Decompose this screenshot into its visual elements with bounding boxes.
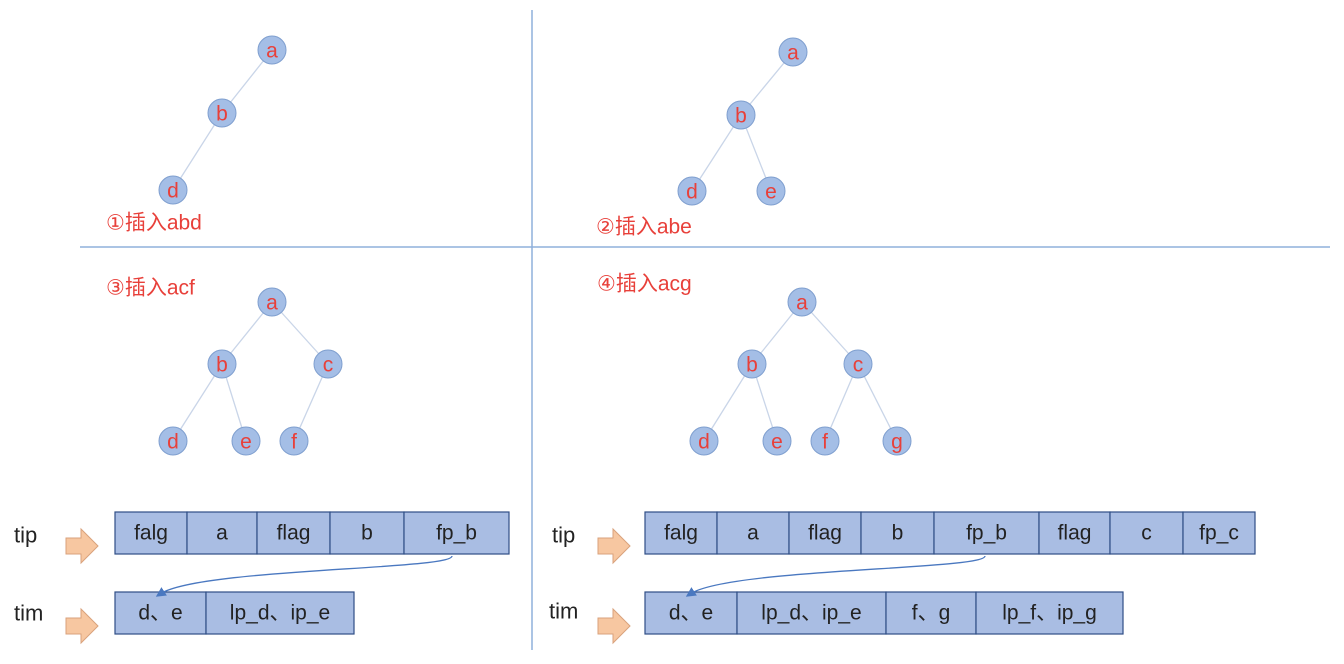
fp-pointer-line	[155, 555, 453, 597]
tree-node-b	[737, 349, 767, 379]
tip-cell-label: flag	[277, 522, 311, 545]
tree-node-label-a: a	[266, 292, 278, 315]
tree-node-e	[762, 426, 792, 456]
tim-label: tim	[14, 601, 43, 626]
tip-cell-label: falg	[134, 522, 168, 545]
tree-node-f	[810, 426, 840, 456]
panel-caption-2: ②插入abe	[596, 216, 692, 239]
tree-node-label-b: b	[746, 354, 758, 377]
tip-cell-label: c	[1141, 522, 1152, 545]
tip-cell	[329, 511, 405, 555]
tim-cell	[205, 591, 355, 635]
array-table-2: tip tim falg a flag b fp_b flag c fp_c d、e lp_d、ip_…	[549, 511, 1256, 645]
tree-panel-4: a b c d e f g ④插入acg	[597, 273, 912, 456]
tim-cell	[975, 591, 1124, 635]
tim-cell-label: lp_f、ip_g	[1002, 602, 1097, 625]
tip-cell	[256, 511, 331, 555]
tip-arrow-icon	[65, 527, 99, 565]
tree-node-label-e: e	[240, 431, 252, 454]
tim-cell	[736, 591, 887, 635]
array-table-1: tip tim falg a flag b fp_b d、e lp_d、ip_e	[14, 511, 510, 645]
tree-edge-b-d	[172, 112, 223, 191]
tip-cell	[403, 511, 510, 555]
tree-node-e	[756, 176, 786, 206]
tree-node-label-b: b	[216, 103, 228, 126]
tree-panel-1: a b d ①插入abd	[106, 35, 287, 235]
tree-node-d	[677, 176, 707, 206]
tim-cell-label: lp_d、ip_e	[761, 602, 861, 625]
tree-node-label-d: d	[686, 181, 698, 204]
tree-node-label-d: d	[698, 431, 710, 454]
tree-node-label-d: d	[167, 431, 179, 454]
tim-cell-label: f、g	[912, 602, 951, 625]
fp-pointer-line	[685, 555, 986, 597]
tree-panel-3: a b c d e f ③插入acf	[106, 277, 343, 456]
tip-cell-label: fp_b	[436, 522, 477, 545]
tip-cell-label: fp_b	[966, 522, 1007, 545]
tree-node-label-a: a	[787, 42, 799, 65]
tip-cell	[1182, 511, 1256, 555]
tim-cell-label: d、e	[138, 602, 182, 625]
tree-node-c	[843, 349, 873, 379]
tip-cell	[788, 511, 862, 555]
panel-caption-3: ③插入acf	[106, 277, 195, 300]
tree-node-label-e: e	[771, 431, 783, 454]
tree-node-label-e: e	[765, 181, 777, 204]
panel-caption-1: ①插入abd	[106, 212, 202, 235]
tree-edge-b-d	[703, 363, 753, 442]
tim-arrow-icon	[597, 607, 631, 645]
tree-node-g	[882, 426, 912, 456]
tree-node-label-c: c	[323, 354, 334, 377]
tree-panel-2: a b d e ②插入abe	[596, 37, 808, 239]
tree-node-label-a: a	[266, 40, 278, 63]
tree-node-label-g: g	[891, 431, 903, 454]
tree-node-d	[158, 175, 188, 205]
tip-cell	[716, 511, 790, 555]
tree-node-label-a: a	[796, 292, 808, 315]
tim-cell	[885, 591, 977, 635]
panel-caption-4: ④插入acg	[597, 273, 692, 296]
tree-node-a	[778, 37, 808, 67]
tree-node-label-b: b	[735, 105, 747, 128]
tip-cell-label: a	[747, 522, 759, 545]
tree-node-a	[257, 35, 287, 65]
tree-node-b	[207, 98, 237, 128]
tree-node-label-d: d	[167, 180, 179, 203]
tip-cell	[114, 511, 188, 555]
tim-cell-label: lp_d、ip_e	[230, 602, 330, 625]
tree-node-label-f: f	[822, 431, 828, 454]
tree-node-d	[158, 426, 188, 456]
tip-label: tip	[552, 523, 575, 548]
tim-label: tim	[549, 599, 578, 624]
tim-cell	[644, 591, 738, 635]
tree-node-d	[689, 426, 719, 456]
tip-cell-label: b	[892, 522, 904, 545]
tip-cell	[186, 511, 258, 555]
tree-edge-b-d	[172, 363, 223, 442]
tip-cell-label: falg	[664, 522, 698, 545]
tree-node-label-f: f	[291, 431, 297, 454]
tim-arrow-icon	[65, 607, 99, 645]
tree-node-e	[231, 426, 261, 456]
tip-label: tip	[14, 523, 37, 548]
tip-cell-label: b	[361, 522, 373, 545]
tim-cell-label: d、e	[669, 602, 713, 625]
tree-node-a	[787, 287, 817, 317]
tip-arrow-icon	[597, 527, 631, 565]
tree-node-c	[313, 349, 343, 379]
tip-cell-label: flag	[1058, 522, 1092, 545]
tip-cell	[860, 511, 935, 555]
tree-node-label-c: c	[853, 354, 864, 377]
tip-cell-label: a	[216, 522, 228, 545]
tree-edge-b-d	[691, 114, 742, 192]
tree-node-b	[207, 349, 237, 379]
tip-cell-label: flag	[808, 522, 842, 545]
tree-node-f	[279, 426, 309, 456]
tip-cell-label: fp_c	[1199, 522, 1239, 545]
tree-node-b	[726, 100, 756, 130]
tree-node-a	[257, 287, 287, 317]
tree-node-label-b: b	[216, 354, 228, 377]
tip-cell	[1038, 511, 1111, 555]
